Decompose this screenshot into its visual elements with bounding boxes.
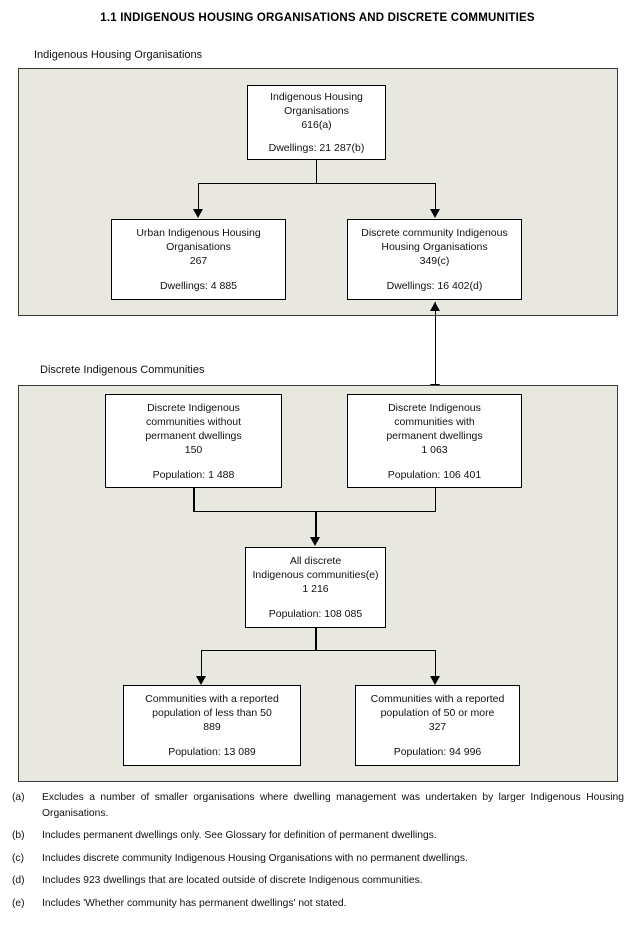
box-spacer bbox=[112, 457, 275, 468]
footnote-marker: (b) bbox=[12, 830, 25, 841]
connector-line bbox=[434, 650, 436, 678]
footnote-e: (e) Includes 'Whether community has perm… bbox=[12, 896, 624, 912]
connector-line bbox=[316, 160, 318, 184]
box-line: 267 bbox=[189, 255, 208, 267]
connector-line bbox=[193, 488, 195, 512]
box-line: permanent dwellings bbox=[145, 429, 242, 442]
footnote-text: Includes discrete community Indigenous H… bbox=[42, 852, 468, 864]
box-line: communities without bbox=[145, 415, 242, 428]
footnote-b: (b) Includes permanent dwellings only. S… bbox=[12, 828, 624, 844]
box-spacer bbox=[354, 268, 515, 279]
arrowhead-down-icon bbox=[310, 537, 321, 546]
arrowhead-down-icon bbox=[195, 676, 206, 685]
box-line: 1 216 bbox=[302, 583, 329, 595]
box-line: Discrete Indigenous bbox=[388, 401, 481, 414]
arrowhead-down-icon bbox=[429, 676, 440, 685]
box-population: Population: 13 089 bbox=[168, 746, 256, 758]
connector-line bbox=[434, 488, 436, 512]
connector-line bbox=[200, 650, 202, 678]
box-line: population of 50 or more bbox=[380, 707, 495, 719]
box-line: 1 063 bbox=[421, 443, 448, 456]
box-communities-without-permanent-dwellings: Discrete Indigenous communities without … bbox=[105, 394, 282, 488]
box-line: Urban Indigenous Housing bbox=[136, 227, 261, 239]
box-line: Communities with a reported bbox=[145, 693, 279, 705]
connector-line bbox=[201, 650, 436, 652]
box-line: 349(c) bbox=[419, 255, 450, 267]
footnote-marker: (d) bbox=[12, 875, 25, 886]
footnote-text: Excludes a number of smaller organisatio… bbox=[42, 792, 624, 819]
arrowhead-down-icon bbox=[192, 209, 203, 218]
connector-line bbox=[434, 183, 436, 211]
footnote-text: Includes permanent dwellings only. See G… bbox=[42, 830, 437, 841]
footnote-a: (a) Excludes a number of smaller organis… bbox=[12, 790, 624, 821]
box-line: 616(a) bbox=[301, 119, 332, 131]
box-dwellings: Dwellings: 16 402(d) bbox=[386, 280, 483, 292]
footnote-d: (d) Includes 923 dwellings that are loca… bbox=[12, 873, 624, 889]
box-line: 889 bbox=[203, 721, 221, 733]
footnote-text: Includes 923 dwellings that are located … bbox=[42, 875, 423, 886]
connector-line bbox=[197, 183, 199, 211]
box-line: Discrete Indigenous bbox=[147, 401, 240, 414]
box-line: Discrete community Indigenous bbox=[361, 227, 508, 239]
connector-line-double bbox=[434, 302, 436, 393]
box-line: Housing Organisations bbox=[381, 241, 488, 253]
connector-line bbox=[198, 183, 436, 185]
box-line: communities with bbox=[394, 415, 475, 428]
box-dwellings: Dwellings: 4 885 bbox=[159, 280, 238, 292]
box-communities-population-50-or-more: Communities with a reported population o… bbox=[355, 685, 520, 766]
footnote-text: Includes 'Whether community has permanen… bbox=[42, 897, 347, 909]
box-discrete-community-indigenous-housing-organisations: Discrete community Indigenous Housing Or… bbox=[347, 219, 522, 300]
box-line: Communities with a reported bbox=[370, 693, 505, 705]
box-spacer bbox=[130, 734, 294, 745]
box-spacer bbox=[252, 596, 379, 607]
footnote-marker: (a) bbox=[12, 792, 25, 803]
box-communities-population-less-than-50: Communities with a reported population o… bbox=[123, 685, 301, 766]
box-line: 150 bbox=[184, 443, 203, 456]
box-population: Population: 94 996 bbox=[393, 746, 482, 758]
box-dwellings: Dwellings: 21 287(b) bbox=[268, 142, 365, 154]
panel-label-indigenous-housing-organisations: Indigenous Housing Organisations bbox=[34, 49, 203, 61]
footnotes: (a) Excludes a number of smaller organis… bbox=[12, 790, 624, 918]
box-line: 327 bbox=[428, 721, 447, 733]
panel-label-discrete-indigenous-communities: Discrete Indigenous Communities bbox=[40, 364, 205, 376]
box-indigenous-housing-organisations-total: Indigenous Housing Organisations 616(a) … bbox=[247, 85, 386, 160]
footnote-c: (c) Includes discrete community Indigeno… bbox=[12, 851, 624, 867]
box-population: Population: 106 401 bbox=[387, 468, 482, 481]
box-all-discrete-indigenous-communities: All discrete Indigenous communities(e) 1… bbox=[245, 547, 386, 628]
box-line: permanent dwellings bbox=[386, 429, 483, 442]
box-spacer bbox=[362, 734, 513, 745]
box-spacer bbox=[118, 268, 279, 279]
footnote-marker: (e) bbox=[12, 897, 25, 909]
box-line: Organisations bbox=[166, 241, 231, 253]
connector-line bbox=[193, 511, 436, 513]
box-line: Indigenous Housing bbox=[270, 91, 363, 103]
box-spacer bbox=[354, 457, 515, 468]
footnote-marker: (c) bbox=[12, 852, 25, 864]
box-population: Population: 1 488 bbox=[152, 468, 235, 481]
box-line: population of less than 50 bbox=[152, 707, 272, 719]
box-spacer bbox=[254, 132, 379, 141]
connector-line bbox=[315, 628, 317, 651]
box-communities-with-permanent-dwellings: Discrete Indigenous communities with per… bbox=[347, 394, 522, 488]
connector-line bbox=[315, 511, 317, 539]
arrowhead-down-icon bbox=[429, 209, 440, 218]
box-line: All discrete bbox=[289, 555, 342, 567]
box-line: Indigenous communities(e) bbox=[252, 569, 379, 581]
arrowhead-up-icon bbox=[429, 302, 440, 311]
page-title: 1.1 INDIGENOUS HOUSING ORGANISATIONS AND… bbox=[100, 12, 535, 24]
box-line: Organisations bbox=[284, 105, 349, 117]
box-population: Population: 108 085 bbox=[268, 608, 363, 620]
box-urban-indigenous-housing-organisations: Urban Indigenous Housing Organisations 2… bbox=[111, 219, 286, 300]
